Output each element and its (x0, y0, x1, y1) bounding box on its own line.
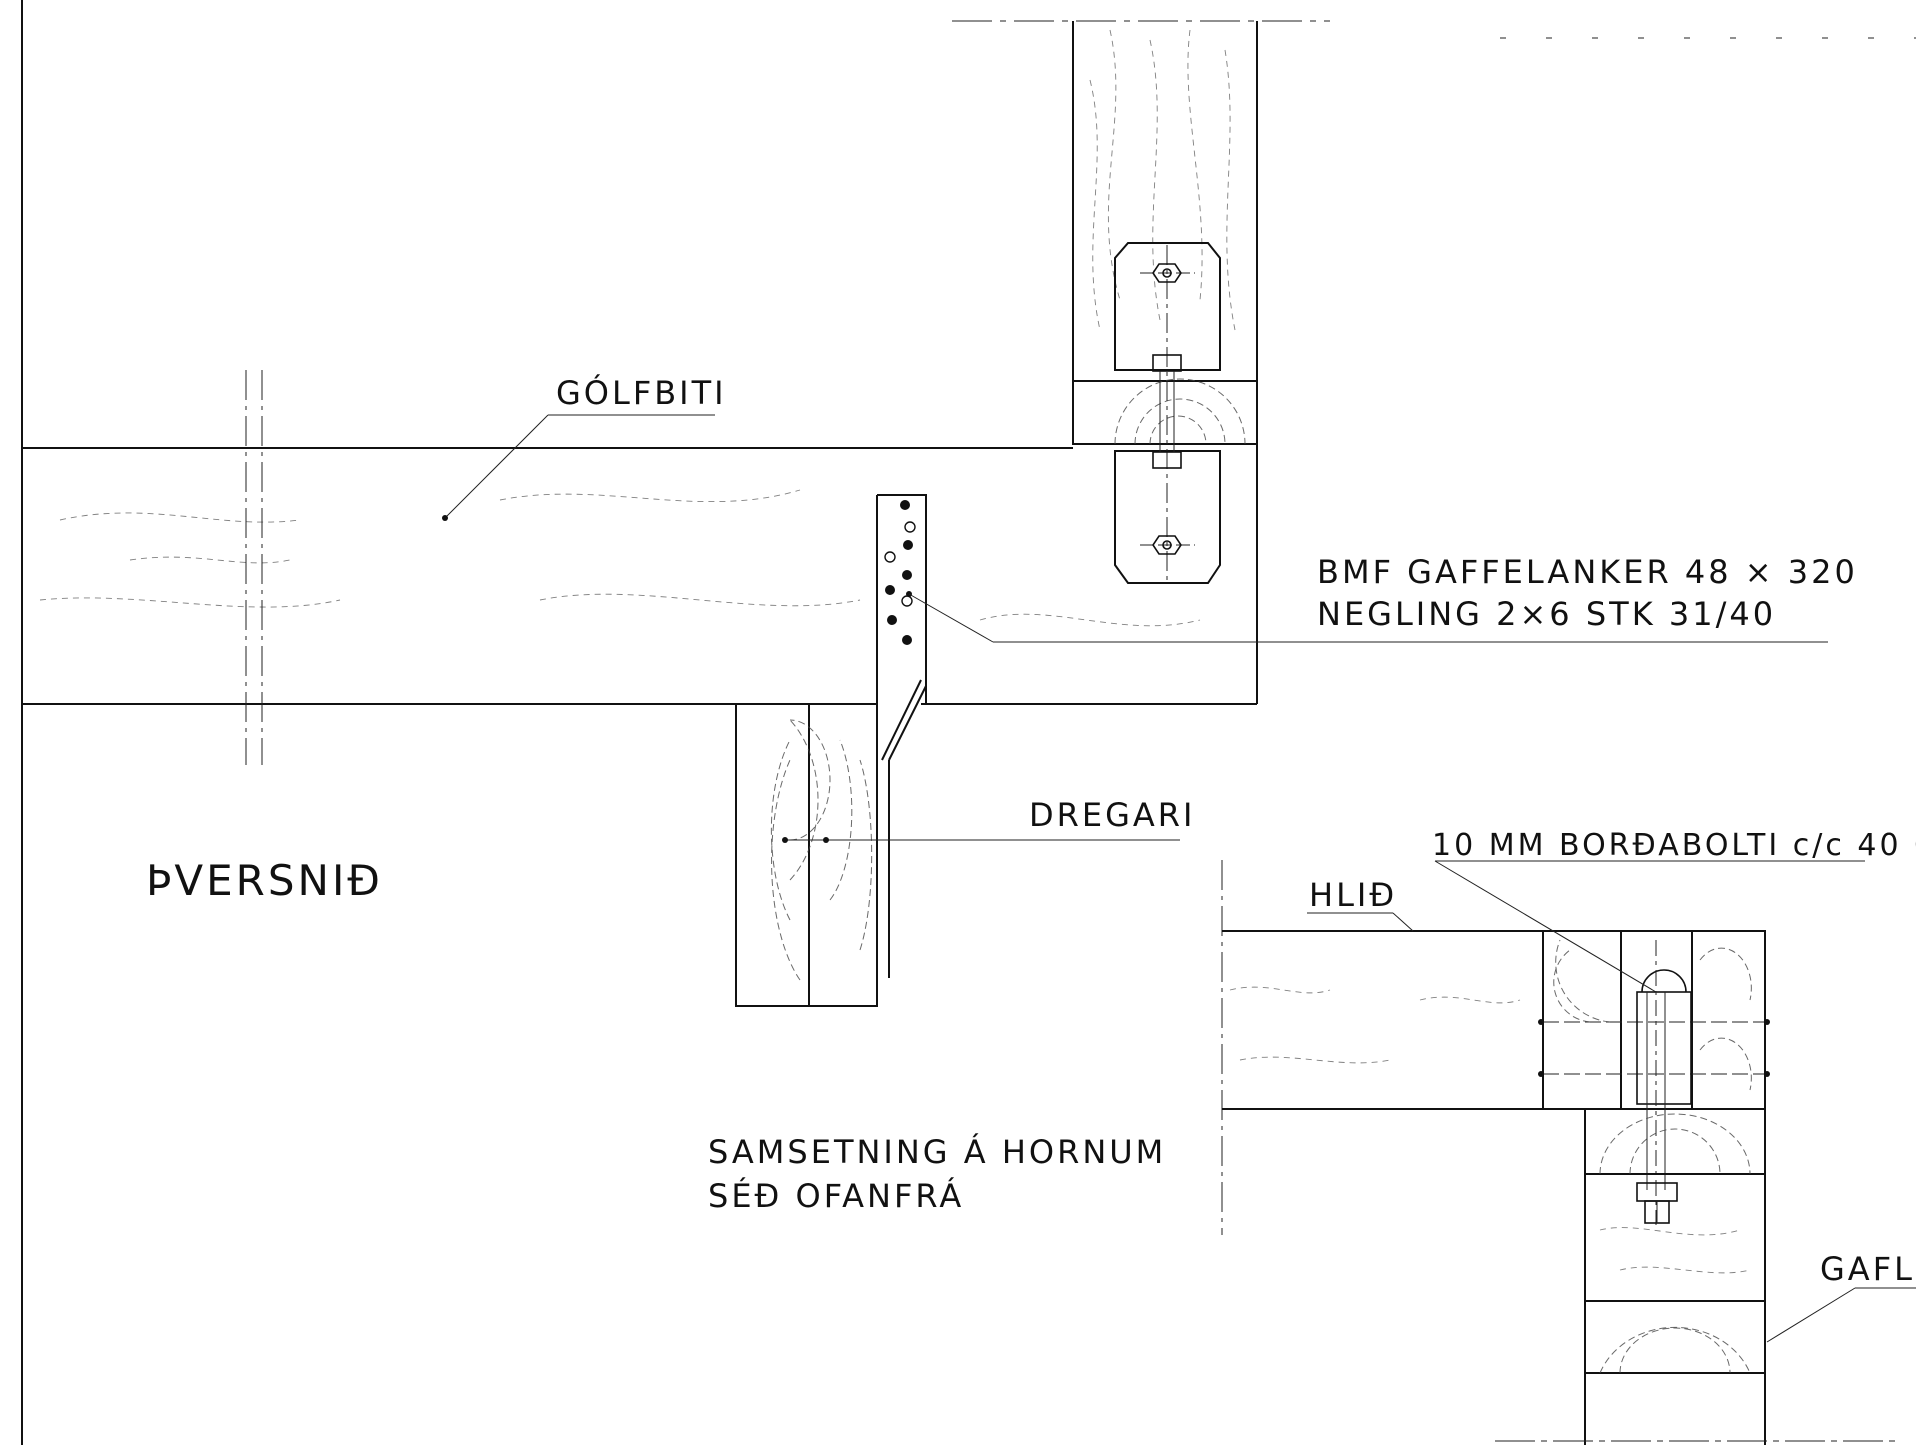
gafl-board (1584, 1109, 1766, 1445)
dregari-beam (735, 703, 878, 1007)
label-gaffelanker-line2: NEGLING 2×6 STK 31/40 (1317, 595, 1776, 633)
nail-strap (876, 494, 927, 978)
vertical-post (1072, 21, 1258, 704)
label-samsetning-line2: SÉÐ OFANFRÁ (708, 1177, 964, 1215)
leader-lines-corner (1307, 860, 1916, 1343)
leader-lines-section (442, 414, 1828, 843)
label-gafl: GAFL (1820, 1250, 1915, 1288)
label-golfbiti: GÓLFBITI (556, 373, 727, 412)
label-thversnid: ÞVERSNIÐ (146, 856, 383, 905)
corner-block (1538, 930, 1770, 1110)
floor-joist (22, 447, 1257, 705)
label-gaffelanker-line1: BMF GAFFELANKER 48 × 320 (1317, 553, 1858, 591)
bolt-assembly (1636, 940, 1692, 1225)
label-samsetning-line1: SAMSETNING Á HORNUM (708, 1133, 1166, 1171)
label-hlid: HLIÐ (1309, 876, 1397, 914)
gaffelanker-bracket (1114, 242, 1221, 584)
post-end-block (1072, 378, 1258, 445)
label-bordabolti: 10 MM BORÐABOLTI c/c 40 CM (1432, 828, 1916, 863)
label-dregari: DREGARI (1029, 796, 1195, 834)
break-line (245, 370, 263, 765)
hlid-board (1222, 930, 1585, 1110)
